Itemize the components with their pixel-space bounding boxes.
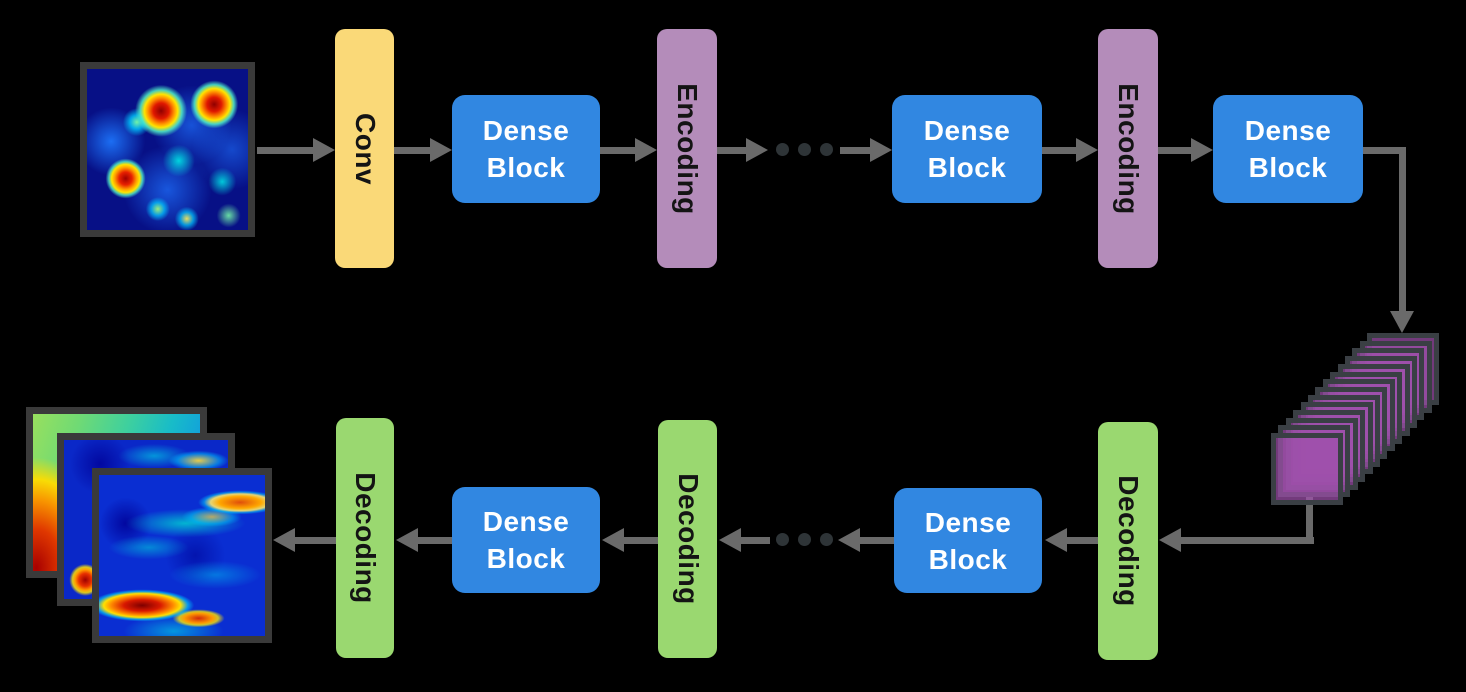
- arrow-line: [624, 537, 658, 544]
- arrow-line: [741, 537, 770, 544]
- arrow-line: [1042, 147, 1076, 154]
- arrow-line: [1158, 147, 1191, 154]
- arrow-line: [257, 147, 313, 154]
- arrow-line: [1181, 537, 1314, 544]
- arrow-line: [295, 537, 336, 544]
- arrow-line: [717, 147, 746, 154]
- feature-map-stack: [1271, 333, 1441, 507]
- arrow-head: [838, 528, 860, 552]
- arrow-head: [1045, 528, 1067, 552]
- arrow-head: [1076, 138, 1098, 162]
- dense-block-5: Dense Block: [452, 487, 600, 593]
- arrow-line: [1399, 147, 1406, 313]
- ellipsis-dot: [776, 533, 789, 546]
- dense-block-1: Dense Block: [452, 95, 600, 203]
- ellipsis-dots-bottom: [776, 533, 833, 546]
- ellipsis-dot: [820, 533, 833, 546]
- decoding-block-3: Decoding: [336, 418, 394, 658]
- dense-block-label-line2: Block: [486, 543, 566, 574]
- arrow-line: [840, 147, 870, 154]
- dense-block-label-line1: Dense: [1244, 115, 1332, 146]
- arrow-head: [719, 528, 741, 552]
- decoding-block-1: Decoding: [1098, 422, 1158, 660]
- encoding-label: Encoding: [672, 82, 704, 215]
- arrow-head: [273, 528, 295, 552]
- arrow-head: [1390, 311, 1414, 333]
- arrow-head: [1159, 528, 1181, 552]
- dense-block-label-line2: Block: [928, 543, 1008, 575]
- arrow-head: [396, 528, 418, 552]
- arrow-line: [600, 147, 635, 154]
- ellipsis-dots-top: [776, 143, 833, 156]
- arrow-line: [394, 147, 430, 154]
- arrow-head: [635, 138, 657, 162]
- arrow-head: [313, 138, 335, 162]
- arrow-line: [1363, 147, 1406, 154]
- dense-block-4: Dense Block: [894, 488, 1042, 593]
- dense-block-label-line2: Block: [927, 152, 1007, 183]
- dense-block-label-line2: Block: [1248, 152, 1328, 183]
- dense-block-label-line2: Block: [486, 152, 566, 183]
- decoding-label: Decoding: [1113, 475, 1144, 607]
- output-heatmap-front-content: [99, 475, 265, 636]
- conv-label: Conv: [349, 112, 381, 185]
- arrow-head: [746, 138, 768, 162]
- encoding-block-2: Encoding: [1098, 29, 1158, 268]
- input-heatmap-image: [80, 62, 255, 237]
- arrow-head: [430, 138, 452, 162]
- arrow-head: [602, 528, 624, 552]
- decoding-label: Decoding: [672, 473, 704, 605]
- input-heatmap-content: [87, 69, 248, 230]
- encoding-block-1: Encoding: [657, 29, 717, 268]
- ellipsis-dot: [820, 143, 833, 156]
- ellipsis-dot: [798, 533, 811, 546]
- arrow-line: [418, 537, 452, 544]
- arrow-line: [860, 537, 894, 544]
- output-heatmap-front: [92, 468, 272, 643]
- ellipsis-dot: [776, 143, 789, 156]
- dense-block-3: Dense Block: [1213, 95, 1363, 203]
- arrow-head: [870, 138, 892, 162]
- arrow-head: [1191, 138, 1213, 162]
- decoding-label: Decoding: [350, 472, 381, 604]
- arrow-line: [1067, 537, 1098, 544]
- decoding-block-2: Decoding: [658, 420, 717, 658]
- dense-block-label-line1: Dense: [482, 506, 570, 537]
- dense-block-label-line1: Dense: [924, 506, 1012, 538]
- conv-block: Conv: [335, 29, 394, 268]
- arrow-line: [1306, 495, 1313, 542]
- dense-block-label-line1: Dense: [923, 115, 1011, 146]
- encoding-label: Encoding: [1113, 82, 1145, 215]
- dense-block-2: Dense Block: [892, 95, 1042, 203]
- dense-block-label-line1: Dense: [482, 115, 570, 146]
- feature-map-square: [1271, 433, 1343, 506]
- ellipsis-dot: [798, 143, 811, 156]
